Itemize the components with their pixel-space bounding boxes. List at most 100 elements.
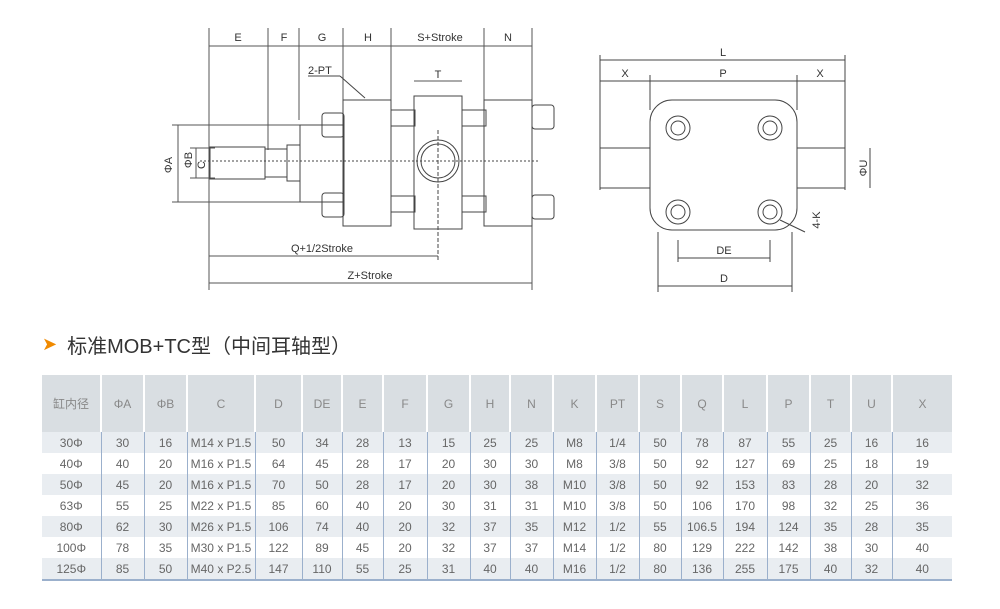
table-cell: 50 [301,474,342,495]
table-cell: 35 [809,516,851,537]
table-cell: 40 [891,558,952,581]
dim-s-stroke: S+Stroke [417,32,463,44]
column-header: K [552,375,596,432]
table-cell: 20 [143,474,187,495]
section-title: ➤ 标准MOB+TC型（中间耳轴型） [42,330,351,359]
dim-t: T [435,69,442,81]
table-cell: 40 [469,558,510,581]
table-cell: M14 x P1.5 [186,432,255,453]
table-cell: 40 [891,537,952,558]
table-cell: 3/8 [595,474,639,495]
table-cell: 45 [100,474,144,495]
table-cell: M22 x P1.5 [186,495,255,516]
table-cell: 32 [850,558,892,581]
table-cell: 85 [100,558,144,581]
table-cell: 83 [766,474,810,495]
table-cell: 1/2 [595,516,639,537]
table-cell: 64 [254,453,302,474]
table-cell: 106 [680,495,723,516]
table-cell: 147 [254,558,302,581]
dim-p: P [719,68,726,80]
column-header: 缸内径 [42,375,101,432]
table-cell: 125Φ [42,558,101,581]
table-cell: 136 [680,558,723,581]
table-cell: 70 [254,474,302,495]
table-cell: 92 [680,474,723,495]
table-cell: 3/8 [595,495,639,516]
table-cell: 25 [143,495,187,516]
table-cell: 32 [891,474,952,495]
table-cell: 222 [722,537,767,558]
end-view-drawing: L X P X ΦU 4-K DE D [599,47,871,292]
table-cell: 15 [426,432,470,453]
dim-n: N [504,32,512,44]
dim-de: DE [716,245,731,257]
table-cell: 106.5 [680,516,723,537]
table-cell: 20 [382,516,427,537]
table-cell: 50Φ [42,474,101,495]
table-cell: 80Φ [42,516,101,537]
table-cell: 55 [341,558,383,581]
table-cell: M14 [552,537,596,558]
column-header: N [509,375,553,432]
dim-f: F [281,32,288,44]
table-cell: 60 [301,495,342,516]
table-cell: 19 [891,453,952,474]
table-cell: 87 [722,432,767,453]
table-cell: 30 [143,516,187,537]
table-cell: 85 [254,495,302,516]
table-cell: 194 [722,516,767,537]
column-header: X [891,375,952,432]
table-cell: 31 [469,495,510,516]
table-cell: 40 [341,516,383,537]
dim-h: H [364,32,372,44]
table-cell: 110 [301,558,342,581]
column-header: ΦB [143,375,187,432]
table-cell: 37 [509,537,553,558]
table-cell: 50 [143,558,187,581]
table-cell: 3/8 [595,453,639,474]
table-cell: 37 [469,516,510,537]
column-header: ΦA [100,375,144,432]
dim-b: ΦB [183,152,195,168]
table-cell: 50 [638,453,681,474]
table-cell: 38 [809,537,851,558]
table-cell: 45 [301,453,342,474]
table-cell: 50 [638,432,681,453]
table-cell: 106 [254,516,302,537]
column-header: DE [301,375,342,432]
table-cell: 25 [382,558,427,581]
table-cell: 30Φ [42,432,101,453]
column-header: G [426,375,470,432]
dim-u: ΦU [858,160,870,177]
table-cell: 28 [341,432,383,453]
column-header: L [722,375,767,432]
column-header: H [469,375,510,432]
table-cell: 30 [509,453,553,474]
column-header: P [766,375,810,432]
dim-l: L [720,47,726,59]
table-cell: 255 [722,558,767,581]
table-cell: 32 [426,537,470,558]
table-cell: 1/4 [595,432,639,453]
dim-g: G [318,32,327,44]
table-cell: 37 [469,537,510,558]
table-cell: 16 [143,432,187,453]
table-cell: 80 [638,537,681,558]
table-cell: M26 x P1.5 [186,516,255,537]
table-cell: 74 [301,516,342,537]
table-cell: 98 [766,495,810,516]
table-cell: 25 [509,432,553,453]
table-cell: 35 [509,516,553,537]
table-cell: 63Φ [42,495,101,516]
table-cell: M40 x P2.5 [186,558,255,581]
dim-e: E [234,32,241,44]
table-cell: 50 [254,432,302,453]
table-cell: 40Φ [42,453,101,474]
dim-k: 4-K [811,211,823,229]
arrow-icon: ➤ [42,334,58,354]
table-cell: 55 [766,432,810,453]
